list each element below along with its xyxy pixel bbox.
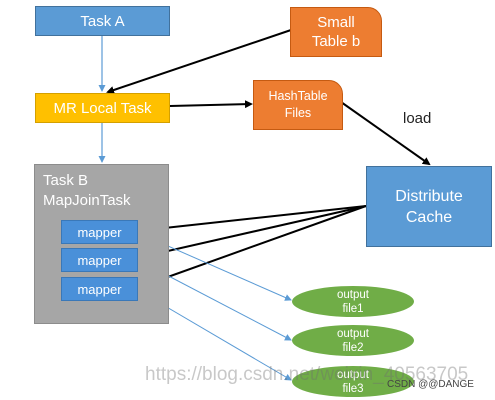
arrow-cache-to-mapper-1 bbox=[135, 205, 367, 235]
output-file-2: output file2 bbox=[292, 325, 414, 356]
distribute-cache-box: Distribute Cache bbox=[366, 166, 492, 247]
arrow-cache-to-mapper-2 bbox=[135, 205, 367, 261]
small-table-label-line-2: Table b bbox=[311, 33, 361, 50]
output-1-label-line-2: file1 bbox=[342, 302, 364, 315]
hashtable-files-box: HashTable Files bbox=[253, 80, 343, 130]
output-3-label-line-2: file3 bbox=[342, 382, 364, 395]
task-b-label-line-1: Task B bbox=[43, 172, 89, 189]
mr-local-task-label: MR Local Task bbox=[53, 99, 152, 117]
arrow-hashtable-to-cache bbox=[340, 101, 431, 166]
credit-text: CSDN @@DANGE bbox=[387, 379, 474, 390]
watermark-text: https://blog.csdn.net/weixin_40563705 bbox=[145, 364, 469, 385]
hashtable-label-line-2: Files bbox=[284, 106, 312, 120]
mr-local-task-box: MR Local Task bbox=[35, 93, 170, 123]
task-a-label: Task A bbox=[80, 12, 125, 30]
output-2-label-line-2: file2 bbox=[342, 341, 364, 354]
task-b-title: Task B MapJoinTask bbox=[43, 171, 131, 211]
mapper-1-label: mapper bbox=[77, 224, 122, 240]
small-table-label-line-1: Small bbox=[317, 14, 355, 31]
task-b-container: Task B MapJoinTask mapper mapper mapper bbox=[34, 164, 169, 324]
arrow-cache-to-mapper-3 bbox=[135, 205, 367, 290]
mapper-1: mapper bbox=[61, 220, 138, 244]
task-b-label-line-2: MapJoinTask bbox=[43, 192, 131, 209]
task-a-box: Task A bbox=[35, 6, 170, 36]
mapper-3: mapper bbox=[61, 277, 138, 301]
output-3-label-line-1: output bbox=[337, 368, 369, 381]
load-edge-label: load bbox=[403, 110, 432, 127]
arrow-local-to-hashtable bbox=[169, 100, 253, 109]
small-table-box: Small Table b bbox=[290, 7, 382, 57]
output-2-label-line-1: output bbox=[337, 327, 369, 340]
arrow-small-table-to-local bbox=[106, 29, 292, 94]
hashtable-label-line-1: HashTable bbox=[268, 89, 328, 103]
distribute-cache-label-line-2: Cache bbox=[405, 208, 453, 226]
distribute-cache-label-line-1: Distribute bbox=[395, 187, 463, 205]
mapper-2: mapper bbox=[61, 248, 138, 272]
output-file-1: output file1 bbox=[292, 286, 414, 317]
mapper-2-label: mapper bbox=[77, 252, 122, 268]
mapper-3-label: mapper bbox=[77, 281, 122, 297]
output-file-3: output file3 bbox=[292, 366, 414, 397]
output-1-label-line-1: output bbox=[337, 288, 369, 301]
